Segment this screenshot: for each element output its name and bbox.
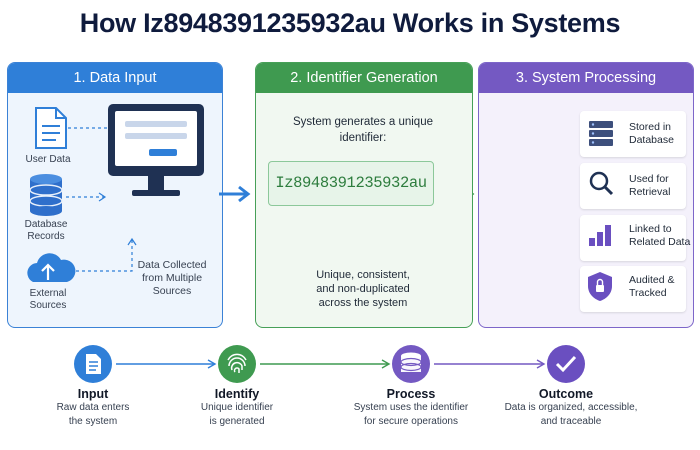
cloud-upload-icon <box>27 253 76 282</box>
source-label-database: Database Records <box>24 219 68 242</box>
flow-process-icon <box>392 345 430 383</box>
bar-chart-icon <box>589 225 611 246</box>
flow-step-title: Input <box>77 387 109 401</box>
database-icon <box>29 174 63 216</box>
flow-step-desc: Data is organized, accessible, and trace… <box>504 402 638 427</box>
processing-item-label: Used for Retrieval <box>629 173 671 198</box>
flow-step-title: Outcome <box>538 387 594 401</box>
source-label-external: External Sources <box>29 288 67 311</box>
document-icon <box>35 107 67 149</box>
flow-step-desc: System uses the identifier for secure op… <box>353 402 469 427</box>
flow-step-title: Process <box>386 387 436 401</box>
flow-step-desc: Raw data enters the system <box>56 402 130 427</box>
data-collected-label: Data Collected from Multiple Sources <box>137 259 207 297</box>
unique-text: Unique, consistent, and non-duplicated a… <box>316 269 410 309</box>
flow-step-desc: Unique identifier is generated <box>200 402 274 427</box>
flow-step-title: Identify <box>214 387 260 401</box>
system-processing-heading: 3. System Processing <box>479 63 693 93</box>
source-label-user-data: User Data <box>25 154 71 165</box>
arrow-icon <box>219 185 251 203</box>
check-icon <box>547 345 585 383</box>
server-icon <box>589 121 613 146</box>
page-title: How Iz8948391235932au Works in Systems <box>79 8 621 38</box>
processing-item <box>580 163 686 209</box>
identifier-value: Iz8948391235932au <box>268 161 434 206</box>
monitor-icon <box>108 104 204 176</box>
generates-text: System generates a unique identifier: <box>292 116 433 144</box>
data-input-heading: 1. Data Input <box>8 63 222 93</box>
processing-item-label: Linked to Related Data <box>629 223 691 248</box>
processing-item-label: Audited & Tracked <box>629 274 675 299</box>
identifier-generation-heading: 2. Identifier Generation <box>256 63 472 93</box>
lock-shield-icon <box>588 272 612 301</box>
flow-input-icon <box>74 345 112 383</box>
fingerprint-icon <box>218 345 256 383</box>
processing-item-label: Stored in Database <box>629 121 674 146</box>
magnifier-icon <box>589 171 614 196</box>
